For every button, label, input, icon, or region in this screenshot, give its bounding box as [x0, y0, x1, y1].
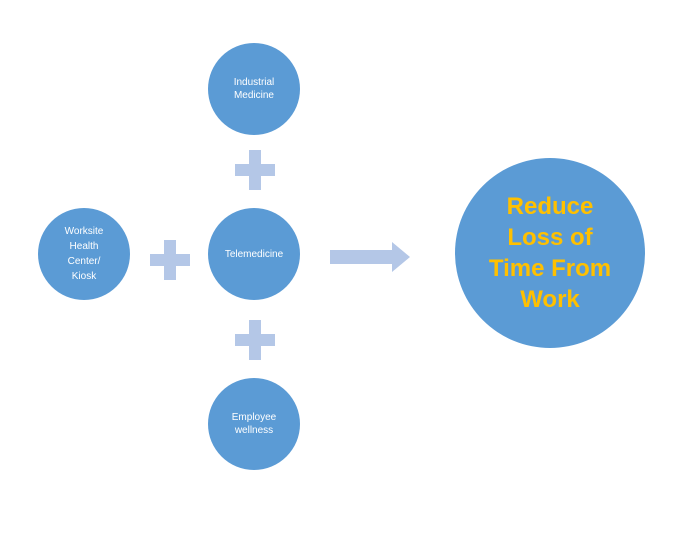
arrow-right-icon	[330, 242, 410, 272]
worksite-label-line1: Worksite	[64, 226, 104, 237]
worksite-label-line3: Center/	[67, 256, 101, 267]
worksite-label-line4: Kiosk	[71, 271, 97, 282]
plus-icon	[235, 150, 275, 190]
outcome-label-line2: Loss of	[507, 224, 593, 251]
telemedicine-label: Telemedicine	[224, 248, 284, 260]
employee-wellness-node: Employee wellness	[208, 378, 300, 470]
telemedicine-node: Telemedicine	[208, 208, 300, 300]
outcome-node: Reduce Loss of Time From Work	[455, 158, 645, 348]
plus-icon	[235, 320, 275, 360]
industrial-medicine-label-line2: Medicine	[233, 90, 274, 101]
wellness-label-line1: Employee	[231, 412, 277, 423]
outcome-label-line1: Reduce	[506, 193, 594, 220]
outcome-label-line3: Time From	[488, 255, 612, 282]
worksite-label-line2: Health	[69, 241, 99, 252]
worksite-health-center-node: Worksite Health Center/ Kiosk	[38, 208, 130, 300]
industrial-medicine-node: Industrial Medicine	[208, 43, 300, 135]
industrial-medicine-label-line1: Industrial	[233, 77, 275, 88]
plus-icon	[150, 240, 190, 280]
outcome-label-line4: Work	[520, 286, 580, 313]
wellness-label-line2: wellness	[234, 425, 274, 436]
